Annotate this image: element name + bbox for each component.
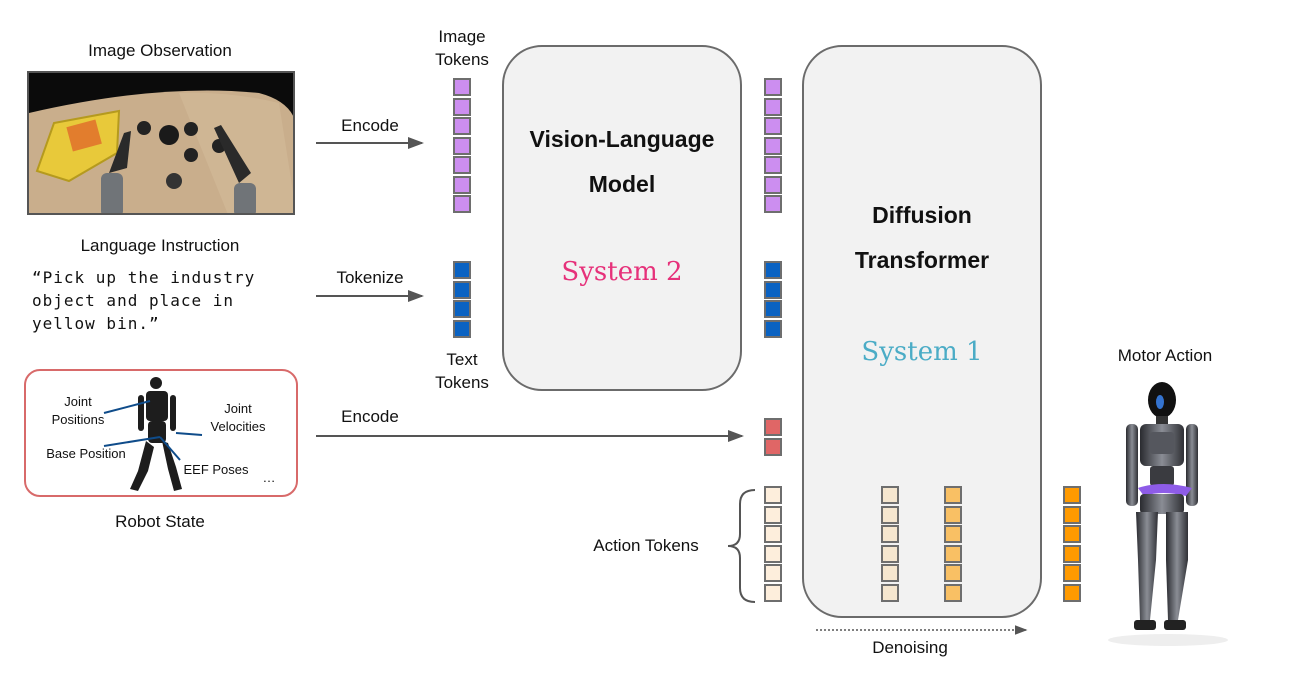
image-token [453, 175, 471, 194]
eef-poses-label: EEF Poses [183, 462, 249, 477]
motor-action-title: Motor Action [1117, 346, 1213, 365]
vlm-title-line2: Model [588, 171, 656, 197]
image-token [453, 136, 471, 155]
denoise-step-1-token [881, 486, 899, 504]
vision-language-model-box: Vision-Language Model System 2 [502, 45, 742, 391]
text-tokens-label: Text Tokens [435, 350, 489, 392]
denoise-step-1-token [881, 544, 899, 563]
image-token-embedded [764, 78, 782, 96]
image-token-embedded [764, 97, 782, 116]
text-token [453, 261, 471, 279]
vlm-title-line1: Vision-Language [529, 126, 715, 152]
denoise-step-2-token [944, 544, 962, 563]
denoise-step-1-token [881, 505, 899, 524]
image-token [453, 195, 471, 213]
encode-image-label: Encode [341, 116, 399, 135]
text-token-embedded [764, 261, 782, 279]
language-instruction-title: Language Instruction [80, 236, 240, 255]
system-1-label: System 1 [861, 337, 983, 367]
robot-state-title: Robot State [115, 512, 205, 531]
denoise-step-2-token [944, 486, 962, 504]
motor-output-token [1063, 486, 1081, 504]
motor-output-token [1063, 544, 1081, 563]
state-token [764, 418, 782, 436]
humanoid-skeleton-image-icon [103, 377, 203, 491]
action-token [764, 505, 782, 524]
action-tokens-brace [727, 489, 756, 603]
joint-positions-label: Joint Positions [51, 394, 105, 427]
image-observation-photo [27, 71, 295, 215]
robot-state-panel: Joint Positions Joint Velocities Base Po… [24, 369, 298, 497]
joint-velocities-label: Joint Velocities [210, 401, 266, 434]
text-token [453, 280, 471, 299]
text-token [453, 319, 471, 338]
diffusion-transformer-box: Diffusion Transformer System 1 [802, 45, 1042, 618]
image-token-embedded [764, 136, 782, 155]
denoise-step-1-token [881, 583, 899, 602]
action-tokens-label: Action Tokens [593, 536, 699, 555]
image-token [453, 117, 471, 135]
motor-output-token [1063, 583, 1081, 602]
denoise-step-2-token [944, 525, 962, 543]
dit-title-line2: Transformer [854, 247, 990, 273]
image-token-embedded [764, 156, 782, 174]
dit-title-line1: Diffusion [872, 202, 972, 228]
base-position-label: Base Position [46, 446, 126, 461]
text-token-embedded [764, 280, 782, 299]
text-token [453, 300, 471, 318]
action-token [764, 544, 782, 563]
text-token-embedded [764, 319, 782, 338]
camera-frame-image-icon [29, 90, 293, 213]
denoise-step-2-token [944, 505, 962, 524]
image-token-embedded [764, 195, 782, 213]
image-token [453, 97, 471, 116]
image-token-embedded [764, 117, 782, 135]
denoise-step-2-token [944, 564, 962, 582]
denoise-step-2-token [944, 583, 962, 602]
image-token-embedded [764, 175, 782, 194]
image-tokens-label: Image Tokens [435, 27, 489, 69]
language-instruction-text: “Pick up the industry object and place i… [32, 268, 256, 333]
image-token [453, 78, 471, 96]
action-token [764, 525, 782, 543]
state-token [764, 437, 782, 456]
action-token [764, 564, 782, 582]
image-token [453, 156, 471, 174]
encode-state-label: Encode [341, 407, 399, 426]
motor-output-token [1063, 505, 1081, 524]
denoising-label: Denoising [872, 638, 948, 657]
motor-output-token [1063, 525, 1081, 543]
image-observation-title: Image Observation [88, 41, 232, 60]
denoise-step-1-token [881, 564, 899, 582]
more-states-ellipsis: … [262, 470, 276, 485]
system-2-label: System 2 [561, 257, 683, 287]
action-token [764, 583, 782, 602]
denoise-step-1-token [881, 525, 899, 543]
action-token [764, 486, 782, 504]
tokenize-label: Tokenize [336, 268, 404, 287]
text-token-embedded [764, 300, 782, 318]
motor-output-token [1063, 564, 1081, 582]
